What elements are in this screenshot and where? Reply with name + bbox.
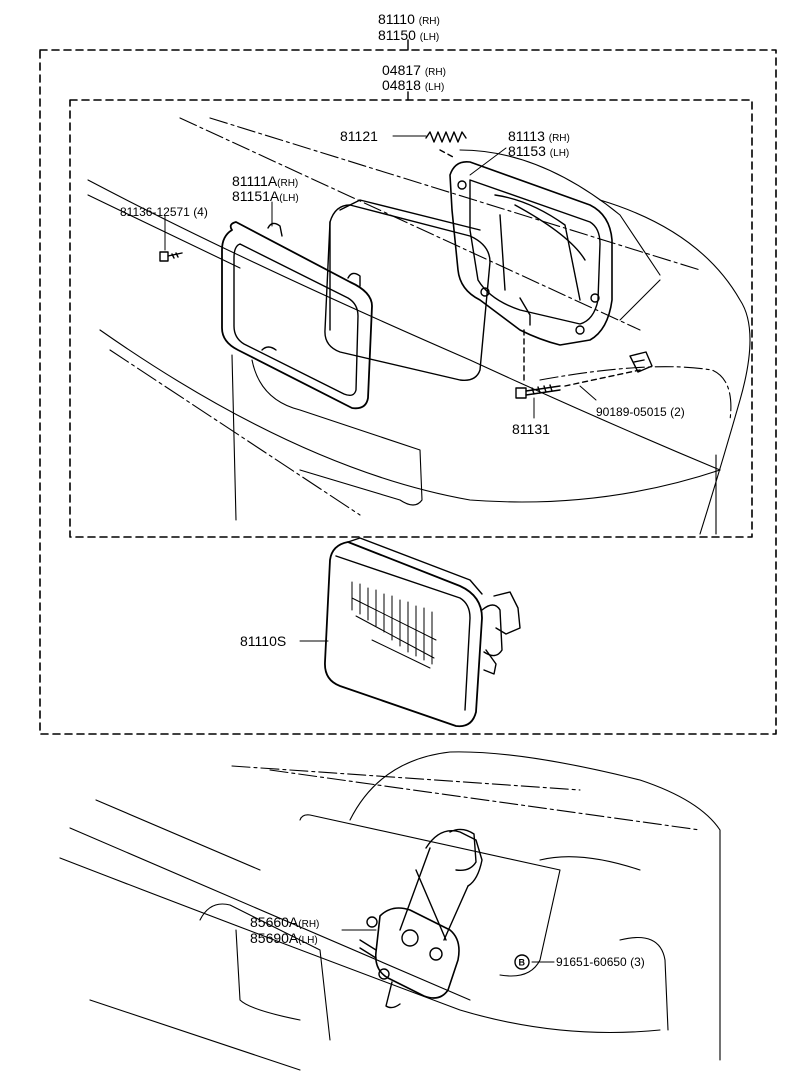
label-clip: 91651-60650 (3) (556, 955, 645, 969)
inner-unit-box (69, 99, 753, 538)
label-unit-rh: 04817 (RH) (382, 62, 446, 78)
lamp-body-upper (324, 199, 491, 381)
clip-marker (514, 954, 530, 970)
label-spring: 81121 (340, 128, 378, 144)
label-sealed-beam: 81110S (240, 633, 286, 649)
turn-signal-lamp (359, 828, 483, 1009)
part-labels: 81110 (RH) 81150 (LH) 04817 (RH) 04818 (… (120, 11, 685, 969)
lens-pattern (351, 581, 437, 669)
label-assembly-lh: 81150 (LH) (378, 27, 439, 43)
label-rim-rh: 81111A(RH) (232, 173, 298, 189)
label-turn-lamp-rh: 85660A(RH) (250, 914, 319, 930)
lower-body-lines (59, 751, 721, 1071)
headlamp-housing (449, 160, 613, 346)
label-turn-lamp-lh: 85690A(LH) (250, 930, 318, 946)
label-adjust-screw: 81131 (512, 421, 550, 437)
sealed-beam-unit (324, 537, 521, 728)
label-housing-rh: 81113 (RH) (508, 128, 570, 144)
label-assembly-rh: 81110 (RH) (378, 11, 440, 27)
label-rim-lh: 81151A(LH) (232, 188, 299, 204)
label-housing-lh: 81153 (LH) (508, 143, 569, 159)
spring (425, 131, 467, 159)
outer-assembly-box (39, 49, 777, 735)
nut (629, 351, 653, 373)
leader-lines (164, 135, 597, 963)
upper-body-lines (87, 117, 751, 535)
label-screw: 81136-12571 (4) (120, 205, 208, 219)
headlamp-rim (221, 221, 373, 410)
small-screw (159, 251, 183, 262)
label-clip-marker: B (519, 958, 526, 968)
adjusting-screw (515, 329, 641, 399)
label-nut: 90189-05015 (2) (596, 405, 685, 419)
label-unit-lh: 04818 (LH) (382, 77, 444, 93)
